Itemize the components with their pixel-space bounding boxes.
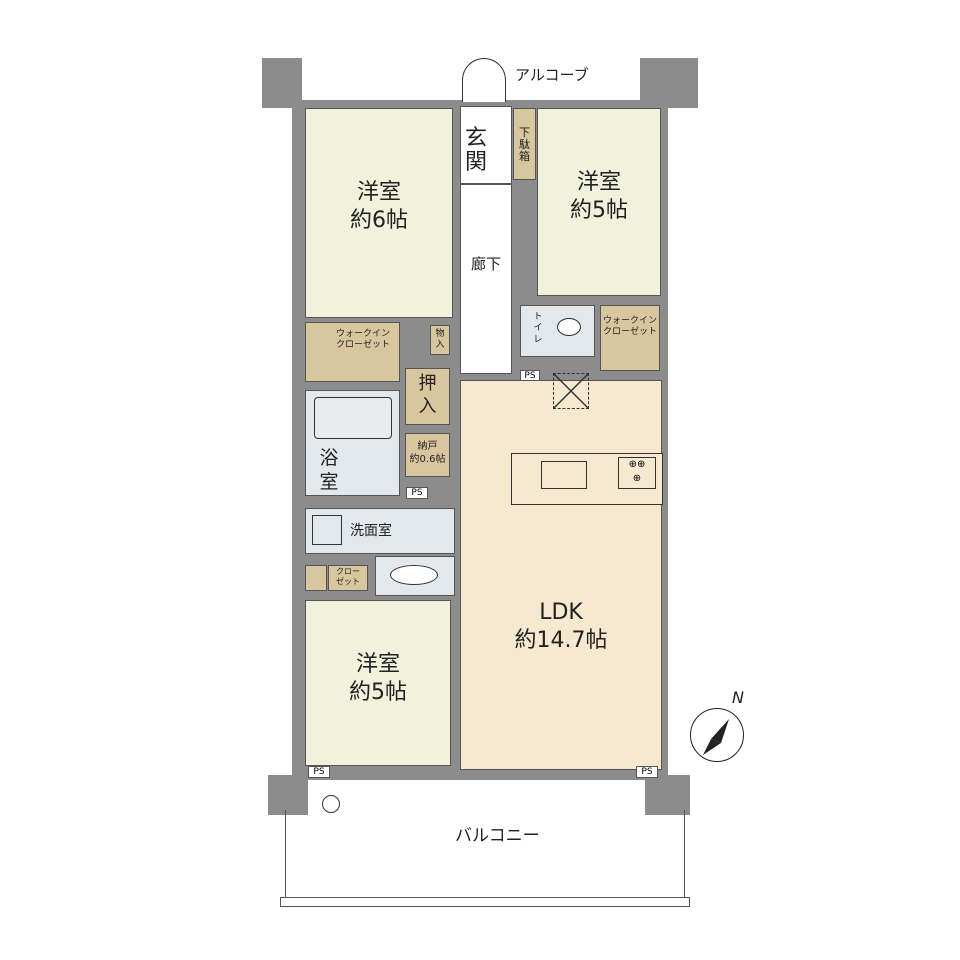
walk-in-closet-right: ウォークイン クローゼット <box>600 305 660 371</box>
room-size: 約5帖 <box>349 679 407 705</box>
washbasin <box>375 556 455 596</box>
bathtub-icon <box>314 397 392 439</box>
storage: 物入 <box>430 325 450 355</box>
room-size: 約6帖 <box>350 207 408 233</box>
bathroom: 浴室 <box>305 390 400 496</box>
bathroom-label: 浴室 <box>319 447 339 493</box>
balcony-label: バルコニー <box>455 826 540 846</box>
closet-side <box>305 565 327 591</box>
entrance-label: 玄関 <box>464 126 487 175</box>
western-room-6: 洋室約6帖 <box>305 108 453 318</box>
kitchen-sink-icon <box>541 461 587 489</box>
ps-bath: PS <box>406 487 428 499</box>
stove-icon: ⊕⊕⊕ <box>618 457 656 489</box>
shoe-box: 下駄箱 <box>513 108 536 180</box>
storage-label: 物入 <box>435 329 445 351</box>
western-room-5-bottom: 洋室約5帖 <box>305 600 451 766</box>
entrance-door-icon <box>462 58 506 102</box>
storeroom: 納戸約0.6帖 <box>405 433 450 477</box>
kitchen-counter <box>511 453 663 505</box>
toilet-label: トイレ <box>533 312 543 345</box>
storeroom-name: 納戸 <box>417 441 438 452</box>
room-name: 洋室 <box>355 652 400 677</box>
wic-right-label: ウォークイン クローゼット <box>603 316 658 338</box>
washroom-label: 洗面室 <box>350 523 392 539</box>
entrance: 玄関 <box>460 106 512 184</box>
alcove-label: アルコーブ <box>515 66 589 84</box>
compass-label: N <box>732 688 744 707</box>
washroom: 洗面室 <box>305 508 455 554</box>
oshiire-label: 押入 <box>418 373 437 417</box>
balcony-rail <box>280 897 690 907</box>
sink-icon <box>390 565 438 585</box>
room-name: 洋室 <box>576 170 621 195</box>
toilet-bowl-icon <box>557 318 581 336</box>
ps-bottom-right: PS <box>636 766 658 778</box>
hallway-label: 廊下 <box>470 255 501 273</box>
compass-north-icon <box>690 708 744 762</box>
washer-pan-icon <box>312 515 342 545</box>
shoe-box-label: 下駄箱 <box>519 126 530 163</box>
closet-label: クロー ゼット <box>336 567 360 586</box>
outdoor-unit-icon <box>322 795 340 813</box>
toilet: トイレ <box>520 305 595 357</box>
wall-pillar-top-right <box>640 58 698 108</box>
western-room-5-top: 洋室約5帖 <box>537 108 661 296</box>
ventilation-icon <box>553 373 589 409</box>
oshiire: 押入 <box>405 368 450 425</box>
wall-pillar-bottom-right <box>645 775 690 815</box>
ldk-name: LDK <box>539 600 583 625</box>
room-size: 約5帖 <box>570 197 628 223</box>
storeroom-size: 約0.6帖 <box>409 453 446 465</box>
ps-bottom-left: PS <box>308 766 330 778</box>
room-name: 洋室 <box>356 180 401 205</box>
closet: クロー ゼット <box>328 565 368 591</box>
hallway: 廊下 <box>460 184 512 374</box>
balcony <box>285 810 685 906</box>
wall-pillar-top-left <box>262 58 302 108</box>
ldk-size: 約14.7帖 <box>514 627 608 653</box>
walk-in-closet-left: ウォークイン クローゼット <box>305 322 400 382</box>
wall-pillar-bottom-left <box>268 775 308 815</box>
wic-left-label: ウォークイン クローゼット <box>336 329 391 351</box>
